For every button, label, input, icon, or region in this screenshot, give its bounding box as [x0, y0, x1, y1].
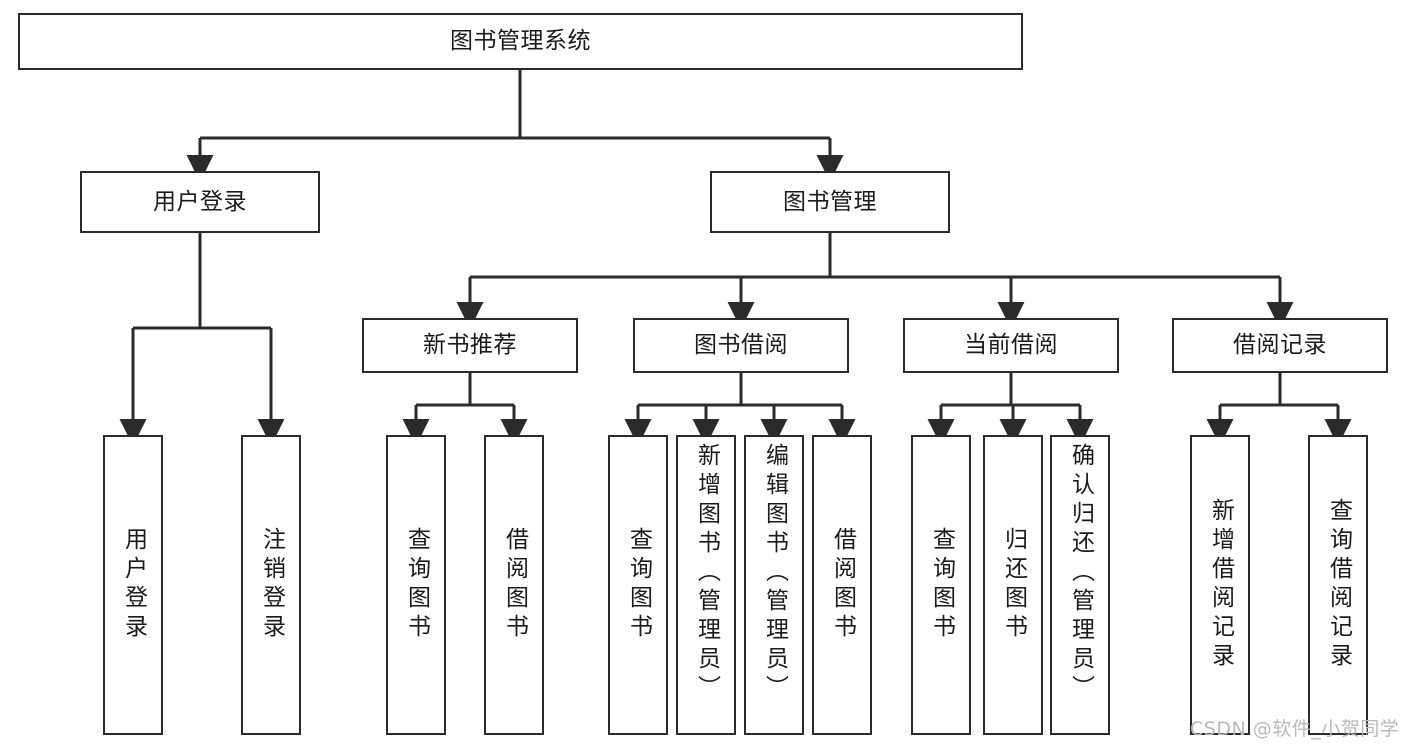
node-leaf-borrow-book-1[interactable]: 借阅图书 [484, 435, 544, 735]
node-borrow-record-label: 借阅记录 [1233, 332, 1327, 359]
node-book-borrow-label: 图书借阅 [694, 332, 788, 359]
node-root-label: 图书管理系统 [450, 28, 591, 55]
node-book-manage[interactable]: 图书管理 [710, 171, 950, 233]
node-leaf-query-book-3[interactable]: 查询图书 [911, 435, 971, 735]
node-leaf-borrow-book-2[interactable]: 借阅图书 [812, 435, 872, 735]
node-leaf-query-borrow-record[interactable]: 查询借阅记录 [1308, 435, 1368, 735]
node-leaf-confirm-return-label: 确认归还（管理员） [1067, 443, 1094, 704]
node-new-book-recommend-label: 新书推荐 [423, 332, 517, 359]
node-book-manage-label: 图书管理 [783, 188, 877, 215]
node-current-borrow[interactable]: 当前借阅 [903, 318, 1119, 373]
node-leaf-query-borrow-record-label: 查询借阅记录 [1325, 498, 1352, 672]
node-leaf-add-borrow-record[interactable]: 新增借阅记录 [1190, 435, 1250, 735]
node-leaf-confirm-return[interactable]: 确认归还（管理员） [1050, 435, 1110, 735]
node-leaf-logout-label: 注销登录 [258, 527, 285, 643]
node-book-borrow[interactable]: 图书借阅 [633, 318, 849, 373]
node-borrow-record[interactable]: 借阅记录 [1172, 318, 1388, 373]
node-leaf-query-book-2-label: 查询图书 [625, 527, 652, 643]
node-user-login[interactable]: 用户登录 [80, 171, 320, 233]
node-leaf-add-borrow-record-label: 新增借阅记录 [1207, 498, 1234, 672]
node-leaf-add-book[interactable]: 新增图书（管理员） [676, 435, 736, 735]
node-leaf-borrow-book-1-label: 借阅图书 [501, 527, 528, 643]
node-leaf-query-book-1[interactable]: 查询图书 [386, 435, 446, 735]
node-leaf-query-book-2[interactable]: 查询图书 [608, 435, 668, 735]
node-leaf-return-book[interactable]: 归还图书 [983, 435, 1043, 735]
node-leaf-return-book-label: 归还图书 [1000, 527, 1027, 643]
node-new-book-recommend[interactable]: 新书推荐 [362, 318, 578, 373]
node-root[interactable]: 图书管理系统 [18, 13, 1023, 70]
node-user-login-label: 用户登录 [153, 188, 247, 215]
node-leaf-borrow-book-2-label: 借阅图书 [829, 527, 856, 643]
node-leaf-edit-book[interactable]: 编辑图书（管理员） [744, 435, 804, 735]
node-leaf-add-book-label: 新增图书（管理员） [693, 443, 720, 704]
node-leaf-logout[interactable]: 注销登录 [241, 435, 301, 735]
node-leaf-query-book-3-label: 查询图书 [928, 527, 955, 643]
node-leaf-user-login[interactable]: 用户登录 [103, 435, 163, 735]
node-leaf-query-book-1-label: 查询图书 [403, 527, 430, 643]
node-current-borrow-label: 当前借阅 [964, 332, 1058, 359]
csdn-watermark: CSDN @软件_小贺同学 [1190, 718, 1400, 740]
node-leaf-edit-book-label: 编辑图书（管理员） [761, 443, 788, 704]
node-leaf-user-login-label: 用户登录 [120, 527, 147, 643]
